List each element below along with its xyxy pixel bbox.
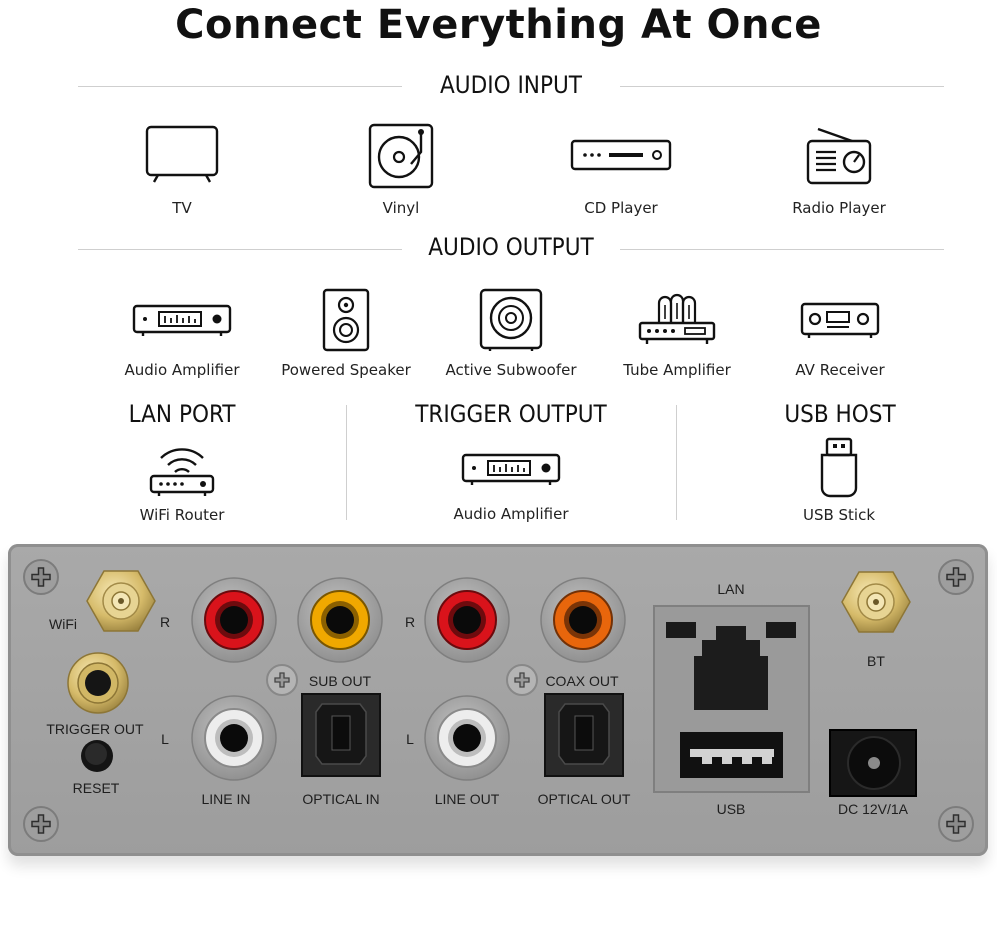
- line-out-right-jack[interactable]: [424, 577, 510, 663]
- caption-cd-player: CD Player: [584, 199, 658, 217]
- caption-tv: TV: [172, 199, 192, 217]
- tube-amplifier-icon: [638, 293, 716, 344]
- divider-line: [346, 405, 347, 520]
- caption-radio-player: Radio Player: [792, 199, 886, 217]
- dc-power-jack[interactable]: [829, 729, 917, 797]
- tv-icon: [145, 125, 219, 183]
- label-sub-out: SUB OUT: [308, 673, 372, 689]
- amplifier-icon: [132, 304, 232, 336]
- caption-tube-amplifier: Tube Amplifier: [623, 361, 731, 379]
- line-in-right-jack[interactable]: [191, 577, 277, 663]
- label-trigger-out: TRIGGER OUT: [46, 721, 144, 737]
- divider-line: [620, 249, 944, 250]
- label-line-out: LINE OUT: [434, 791, 500, 807]
- label-line-in: LINE IN: [201, 791, 251, 807]
- bt-antenna-connector: [841, 571, 911, 633]
- label-right-2: R: [404, 614, 416, 630]
- coax-out-jack[interactable]: [540, 577, 626, 663]
- av-receiver-icon: [800, 302, 880, 338]
- label-left-1: L: [161, 731, 169, 747]
- reset-button[interactable]: [81, 740, 113, 772]
- caption-av-receiver: AV Receiver: [795, 361, 885, 379]
- label-optical-in: OPTICAL IN: [302, 791, 380, 807]
- divider-line: [676, 405, 677, 520]
- audio-output-heading: AUDIO OUTPUT: [428, 233, 594, 261]
- caption-active-subwoofer: Active Subwoofer: [445, 361, 577, 379]
- rear-panel-ports: [23, 559, 974, 842]
- screw-icon: [23, 559, 59, 595]
- page-title: Connect Everything At Once: [175, 2, 822, 48]
- amplifier-icon: [461, 453, 561, 485]
- cd-player-icon: [570, 139, 672, 171]
- usb-host-heading: USB HOST: [784, 400, 896, 428]
- wifi-router-icon: [149, 448, 215, 496]
- caption-wifi-router: WiFi Router: [139, 506, 225, 524]
- caption-usb-stick: USB Stick: [802, 506, 876, 524]
- caption-trigger-amplifier: Audio Amplifier: [453, 505, 569, 523]
- label-bt: BT: [867, 653, 885, 669]
- screw-icon: [23, 806, 59, 842]
- caption-vinyl: Vinyl: [382, 199, 420, 217]
- usb-stick-icon: [820, 437, 858, 498]
- audio-input-heading: AUDIO INPUT: [440, 71, 582, 99]
- label-reset: RESET: [72, 780, 120, 796]
- label-coax-out: COAX OUT: [545, 673, 619, 689]
- trigger-output-heading: TRIGGER OUTPUT: [415, 400, 607, 428]
- label-lan: LAN: [717, 581, 745, 597]
- label-optical-out: OPTICAL OUT: [537, 791, 631, 807]
- trigger-out-jack[interactable]: [67, 652, 129, 714]
- caption-powered-speaker: Powered Speaker: [281, 361, 411, 379]
- divider-line: [78, 86, 402, 87]
- screw-icon: [938, 806, 974, 842]
- radio-icon: [806, 127, 872, 185]
- line-in-left-jack[interactable]: [191, 695, 277, 781]
- optical-out-port[interactable]: [544, 693, 624, 777]
- label-right-1: R: [159, 614, 171, 630]
- speaker-icon: [322, 288, 370, 352]
- label-usb: USB: [716, 801, 746, 817]
- vinyl-icon: [368, 123, 434, 189]
- label-left-2: L: [406, 731, 414, 747]
- lan-port[interactable]: [666, 622, 796, 710]
- sub-out-jack[interactable]: [297, 577, 383, 663]
- label-wifi: WiFi: [49, 616, 77, 632]
- line-out-left-jack[interactable]: [424, 695, 510, 781]
- screw-icon: [938, 559, 974, 595]
- caption-audio-amplifier: Audio Amplifier: [124, 361, 240, 379]
- optical-in-port[interactable]: [301, 693, 381, 777]
- label-dc-power: DC 12V/1A: [837, 801, 909, 817]
- wifi-antenna-connector: [86, 570, 156, 632]
- subwoofer-icon: [479, 288, 543, 351]
- lan-port-heading: LAN PORT: [128, 400, 236, 428]
- divider-line: [78, 249, 402, 250]
- usb-port[interactable]: [680, 732, 783, 778]
- divider-line: [620, 86, 944, 87]
